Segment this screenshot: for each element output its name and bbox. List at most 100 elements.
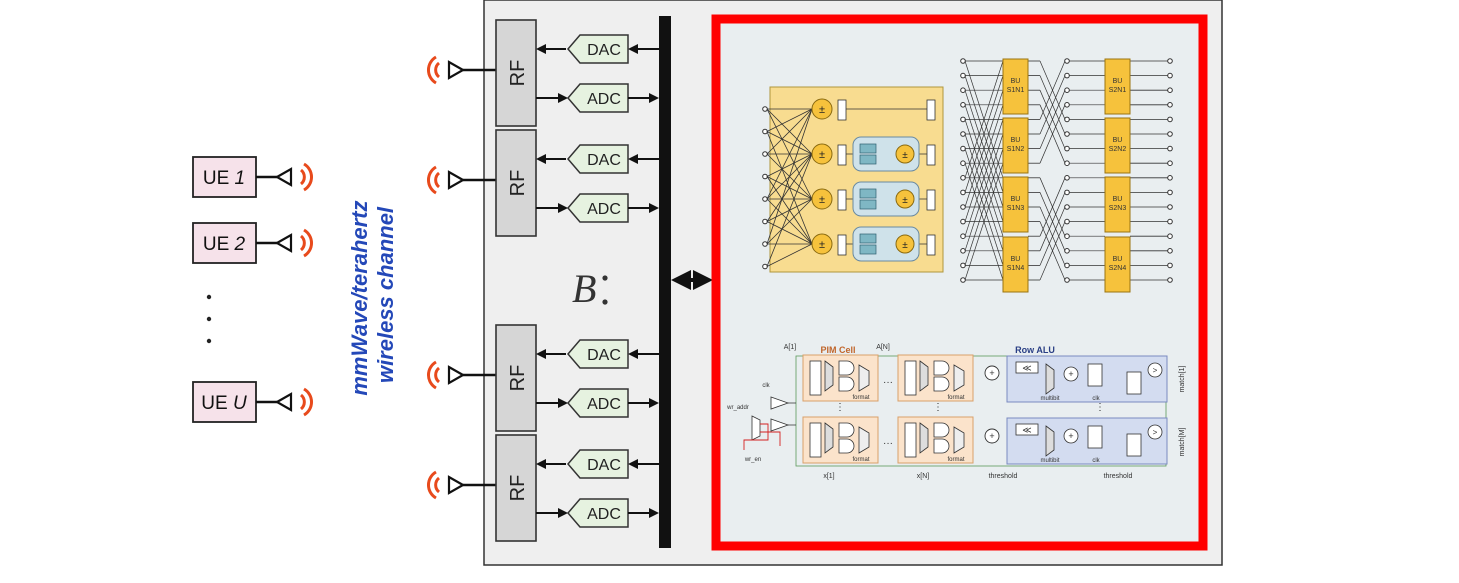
pim-cell-gate [933, 438, 950, 454]
bu-stage1-label-line2: S1N2 [1007, 146, 1025, 153]
fft-register [926, 144, 936, 166]
pim-cell-1-2 [897, 354, 974, 402]
bu-stage1-label-line2: S1N3 [1007, 205, 1025, 212]
pim-vertical-ellipsis: ⋮ [835, 402, 845, 413]
pim-cell-2-1 [802, 416, 879, 464]
fft-butterfly-wire [964, 148, 1004, 266]
row-alu-register [1087, 425, 1103, 449]
pim-cell-ellipsis: ··· [883, 377, 893, 388]
fft-adder [811, 143, 833, 165]
row-alu-register [1126, 433, 1142, 457]
bu-stage2-label-line2: S2N2 [1109, 146, 1127, 153]
rf-label: RF [507, 170, 529, 197]
fft-net-node [1167, 160, 1173, 166]
fft-crossbar-wire [766, 108, 813, 200]
fft-net-node [1064, 233, 1070, 239]
adc-label: ADC [587, 91, 621, 108]
adc-label: ADC [587, 201, 621, 218]
match1-label: match[1] [1179, 366, 1186, 393]
fft-register [926, 189, 936, 211]
fft-crossbar-wire [766, 108, 813, 245]
fft-net-node [1167, 277, 1173, 283]
row-alu-multibit-label: multibit [1040, 458, 1059, 464]
fft-net-node [960, 102, 966, 108]
fft-net-node [960, 160, 966, 166]
pim-cell-output-mux [858, 426, 870, 454]
ue-3: UE U [192, 381, 314, 423]
bu-stage2-label-line1: BU [1113, 78, 1123, 85]
pim-cell-register [904, 422, 917, 458]
antenna-triangle [447, 475, 466, 495]
fft-crossbar-wire [766, 153, 813, 222]
ue-antenna [274, 228, 314, 258]
pim-format-label: format [947, 457, 964, 463]
ue-antenna [274, 387, 314, 417]
pim-cell-gate [838, 438, 855, 454]
rf-label: RF [507, 475, 529, 502]
fft-net-node [960, 87, 966, 93]
wr-en-label: wr_en [744, 457, 761, 463]
row-alu-multibit-label: multibit [1040, 396, 1059, 402]
fft-crossbar-wire [766, 221, 813, 245]
antenna-wave-inner [299, 393, 306, 411]
row-alu-mux [1045, 425, 1055, 457]
bu-stage1-block [1002, 58, 1029, 115]
fft-net-node [1167, 116, 1173, 123]
bs-antenna [426, 165, 466, 195]
row-alu-clk-label: clk [1092, 458, 1100, 464]
bu-stage1-block [1002, 176, 1029, 233]
bu-stage2-block [1104, 58, 1131, 115]
fft-butterfly-wire [964, 163, 1004, 281]
label-x1: x[1] [823, 473, 834, 480]
fft-register [837, 99, 847, 121]
ue-label-prefix: UE [203, 168, 235, 189]
row-alu-comparator [1147, 424, 1163, 440]
fft-mux [859, 188, 877, 199]
bu-stage1-label-line2: S1N4 [1007, 265, 1025, 272]
fft-net-node [960, 248, 966, 254]
antenna-triangle [274, 167, 293, 187]
wr-addr-label: wr_addr [726, 405, 749, 411]
fft-multiplier [895, 234, 915, 254]
fft-net-node [1167, 145, 1173, 152]
pim-cell-gate [933, 360, 950, 376]
fft-butterfly-wire [1039, 90, 1066, 149]
fft-crossbar-wire [766, 153, 813, 267]
fft-butterfly-wire [1039, 192, 1066, 251]
rf-box [495, 19, 537, 127]
fft-net-node [1167, 72, 1173, 79]
fft-net-node [960, 277, 966, 283]
bs-antenna [426, 360, 466, 390]
fft-adder [811, 98, 833, 120]
ue-label-index: 1 [235, 168, 246, 189]
rf-box [495, 129, 537, 237]
bu-stage2-block [1104, 176, 1131, 233]
fft-net-node [1064, 72, 1070, 79]
fft-register [926, 99, 936, 121]
antenna-wave-outer [426, 470, 437, 500]
fft-net-node [1064, 116, 1070, 123]
fft-net-node [1167, 233, 1173, 239]
pim-cell-output-mux [858, 364, 870, 392]
dac-label: DAC [587, 347, 621, 364]
fft-net-node [1167, 87, 1173, 93]
pim-cell-output-mux [953, 364, 965, 392]
bu-stage2-label-line1: BU [1113, 196, 1123, 203]
b-label: B [572, 266, 596, 311]
antenna-wave-inner [434, 171, 441, 189]
label-a1: A[1] [784, 344, 797, 351]
ue-label: UE 2 [203, 234, 246, 255]
dac-label: DAC [587, 42, 621, 59]
row-alu-shift [1015, 361, 1039, 374]
pim-sum-symbol: + [989, 368, 994, 378]
antenna-triangle [447, 60, 466, 80]
fft-net-node [1064, 204, 1070, 210]
row-alu-comparator-symbol: > [1153, 366, 1158, 375]
fft-input-node [762, 241, 768, 247]
data-bus [659, 16, 671, 548]
fft-register [837, 144, 847, 166]
